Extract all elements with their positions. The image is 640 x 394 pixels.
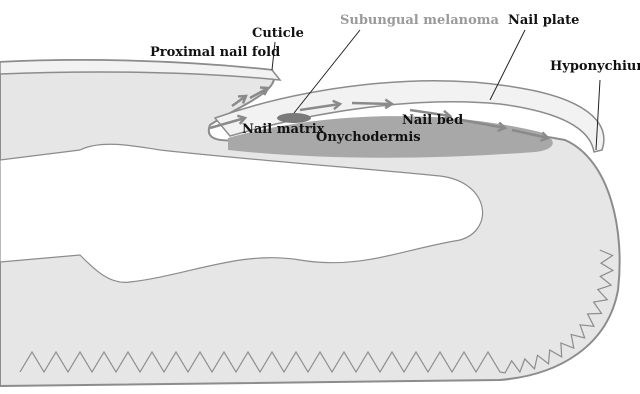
label-nail-matrix: Nail matrix xyxy=(242,122,325,137)
label-proximal-nail-fold: Proximal nail fold xyxy=(150,45,280,60)
label-nail-bed: Nail bed xyxy=(402,113,463,128)
label-subungual-melanoma: Subungual melanoma xyxy=(340,13,500,28)
label-cuticle: Cuticle xyxy=(252,26,304,41)
growth-arrow-3 xyxy=(352,103,392,104)
label-hyponychium: Hyponychium xyxy=(550,59,640,74)
label-nail-plate: Nail plate xyxy=(508,13,579,28)
label-onychodermis: Onychodermis xyxy=(316,130,421,145)
